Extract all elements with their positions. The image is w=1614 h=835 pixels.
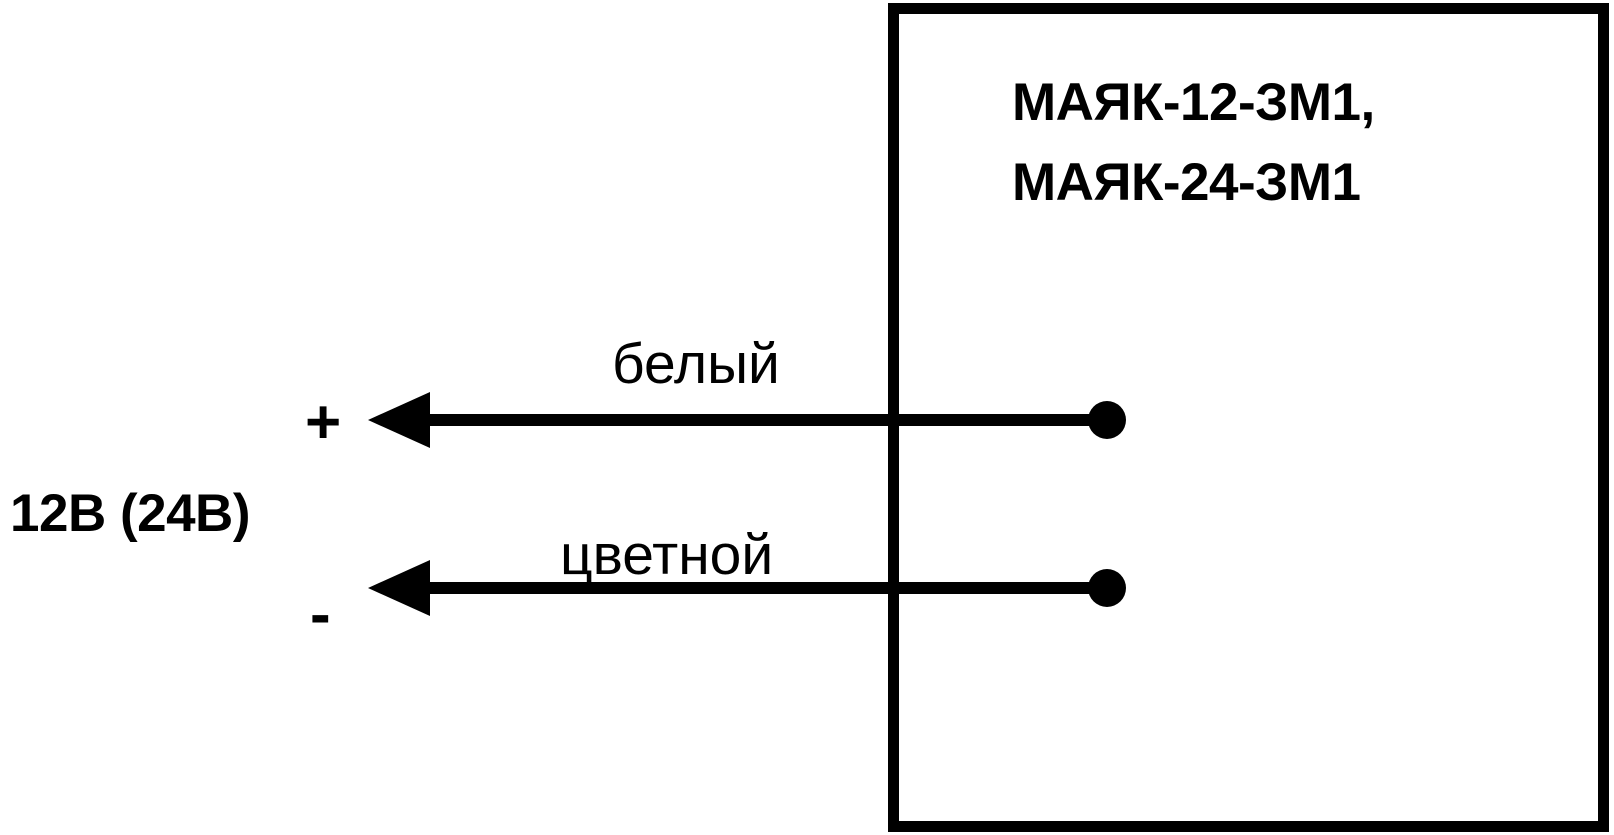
wire-negative-terminal-dot (1088, 569, 1126, 607)
power-supply-group: 12В (24В) (10, 484, 250, 543)
terminal-positive-symbol: + (305, 388, 341, 457)
power-supply-label: 12В (24В) (10, 484, 250, 543)
device-title-block: МАЯК-12-ЗМ1, МАЯК-24-ЗМ1 (1012, 73, 1375, 212)
wire-positive-group: белый + (305, 332, 1126, 457)
wire-negative-arrow-left-icon (368, 560, 430, 616)
wire-positive-terminal-dot (1088, 401, 1126, 439)
wire-positive-label: белый (612, 332, 780, 396)
wire-positive-arrow-left-icon (368, 392, 430, 448)
wire-negative-label: цветной (560, 523, 773, 587)
device-title-line-2: МАЯК-24-ЗМ1 (1012, 153, 1360, 212)
wire-negative-group: цветной - (310, 523, 1126, 649)
device-title-line-1: МАЯК-12-ЗМ1, (1012, 73, 1375, 132)
terminal-negative-symbol: - (310, 580, 331, 649)
